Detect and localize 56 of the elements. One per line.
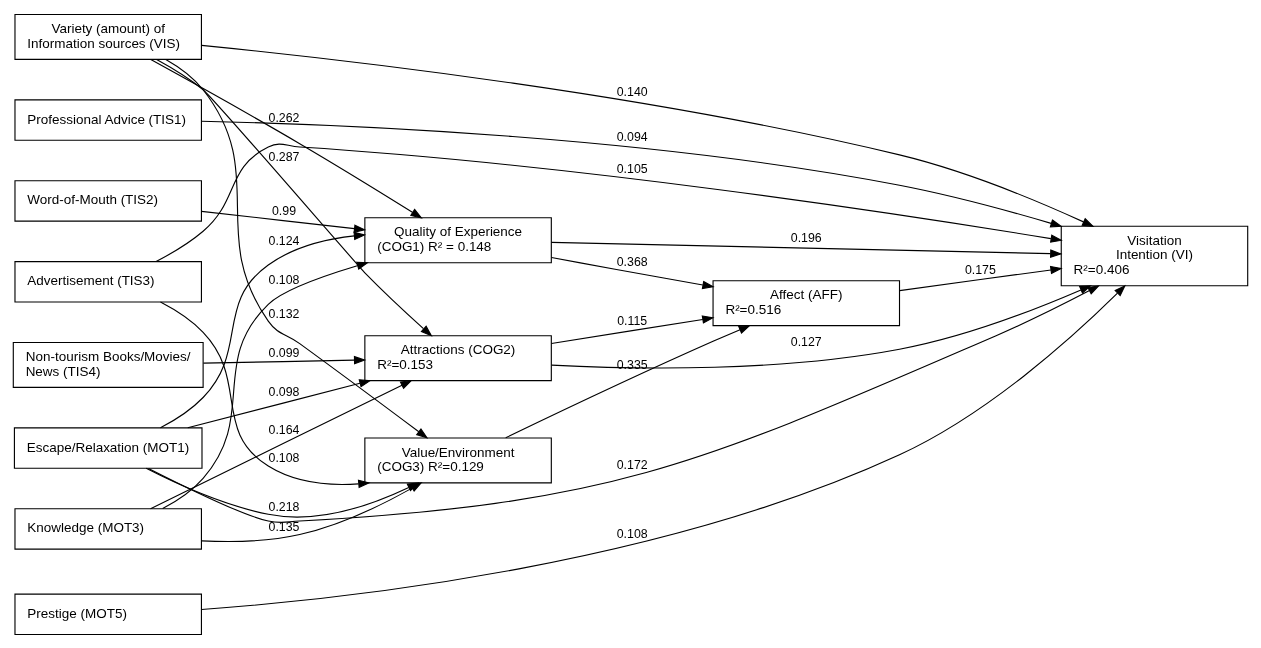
edge-label: 0.135 xyxy=(268,519,300,534)
node-box: Knowledge (MOT3) xyxy=(14,507,202,550)
edge-label: 0.175 xyxy=(964,262,996,277)
edge-label: 0.099 xyxy=(268,345,300,360)
arrow xyxy=(201,210,367,233)
edge-label: 0.124 xyxy=(268,233,300,248)
arrow xyxy=(150,379,413,509)
edge-label: 0.127 xyxy=(790,334,822,349)
arrow xyxy=(165,58,429,439)
arrow xyxy=(550,314,715,344)
arrow xyxy=(550,256,715,289)
edge-label: 0.287 xyxy=(268,149,300,164)
node-box: Escape/Relaxation (MOT1) xyxy=(13,426,203,469)
edge-label: 0.108 xyxy=(268,272,300,287)
node-box: Attractions (COG2) R²=0.153 xyxy=(364,334,552,381)
arrow xyxy=(159,231,367,428)
edge-label: 0.172 xyxy=(616,457,648,472)
node-box: Non-tourism Books/Movies/ News (TIS4) xyxy=(12,341,204,388)
node-box: Quality of Experience (COG1) R² = 0.148 xyxy=(364,216,552,263)
edge-label: 0.094 xyxy=(616,129,648,144)
arrow xyxy=(200,120,1063,227)
node-box: Visitation Intention (VI) R²=0.406 xyxy=(1060,225,1249,286)
edge-label: 0.164 xyxy=(268,422,300,437)
edge-label: 0.108 xyxy=(616,526,648,541)
node-box: Value/Environment (COG3) R²=0.129 xyxy=(364,436,552,483)
edge-label: 0.115 xyxy=(617,313,648,328)
node-box: Prestige (MOT5) xyxy=(14,593,202,635)
arrow xyxy=(899,265,1063,291)
edge-label: 0.105 xyxy=(616,161,648,176)
arrow xyxy=(200,284,1127,610)
arrow xyxy=(159,301,371,488)
edge-label: 0.196 xyxy=(790,230,822,245)
node-box: Professional Advice (TIS1) xyxy=(14,98,202,141)
arrow xyxy=(162,261,370,509)
arrow xyxy=(505,324,752,438)
arrow xyxy=(202,355,367,365)
arrow xyxy=(156,58,433,337)
node-box: Word-of-Mouth (TIS2) xyxy=(14,179,202,222)
edge-label: 0.99 xyxy=(271,203,296,218)
edge-label: 0.132 xyxy=(268,306,300,321)
node-box: Advertisement (TIS3) xyxy=(14,260,202,303)
edge-label: 0.218 xyxy=(268,499,300,514)
arrow xyxy=(551,284,1092,369)
edge-label: 0.108 xyxy=(268,450,300,465)
arrow xyxy=(155,143,1063,262)
node-box: Affect (AFF) R²=0.516 xyxy=(712,279,901,326)
arrow xyxy=(187,378,372,428)
arrow xyxy=(147,284,1100,523)
arrow xyxy=(201,44,1095,227)
edge-label: 0.140 xyxy=(616,84,648,99)
arrow xyxy=(150,58,423,219)
arrow xyxy=(550,241,1063,258)
edge-label: 0.098 xyxy=(268,384,300,399)
edge-label: 0.262 xyxy=(268,110,300,125)
node-box: Variety (amount) of Information sources (VIS) xyxy=(14,13,202,60)
edge-label: 0.368 xyxy=(616,254,648,269)
